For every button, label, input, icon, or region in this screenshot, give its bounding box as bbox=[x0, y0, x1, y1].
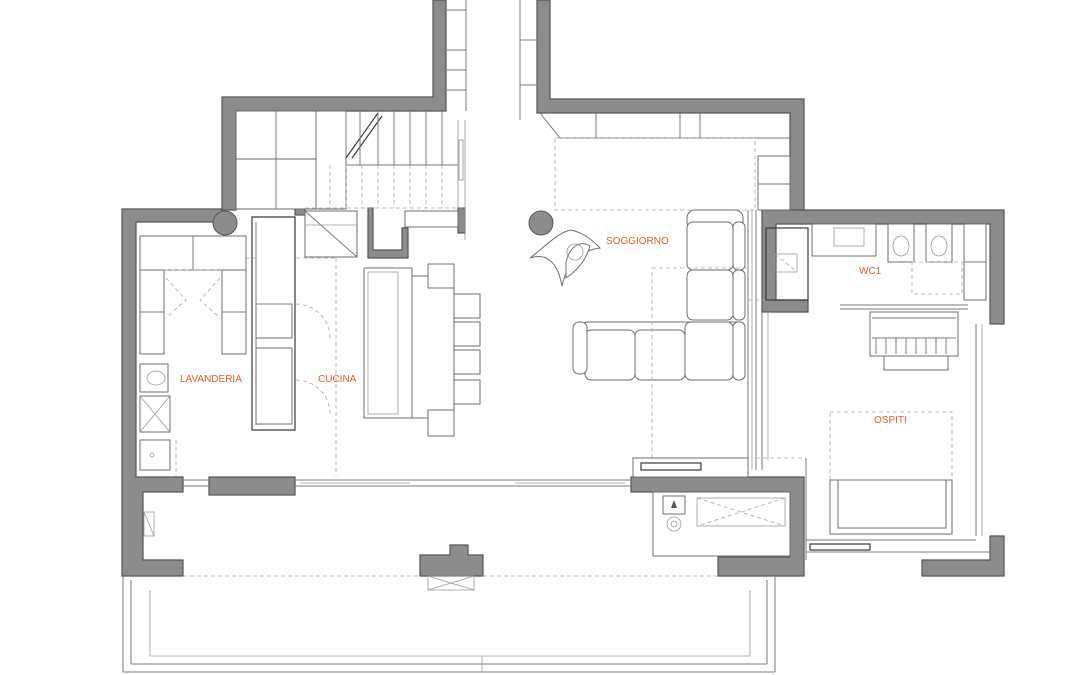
wall-stair-core-2 bbox=[457, 207, 466, 234]
stair-treads bbox=[346, 111, 458, 166]
lounge-chair bbox=[529, 229, 602, 287]
label-wc1: WC1 bbox=[859, 266, 882, 277]
label-cucina: CUCINA bbox=[318, 374, 357, 385]
guest-room bbox=[806, 311, 990, 553]
glazing bbox=[183, 479, 631, 487]
column-west bbox=[212, 210, 238, 236]
bathroom-wc1 bbox=[765, 223, 987, 310]
wall-east bbox=[761, 209, 1005, 325]
living-room bbox=[529, 112, 807, 560]
wall-south-east bbox=[921, 535, 1005, 577]
label-lavanderia: LAVANDERIA bbox=[180, 374, 242, 385]
sofa bbox=[572, 209, 746, 381]
room-labels: SOGGIORNO WC1 LAVANDERIA CUCINA OSPITI bbox=[180, 236, 907, 426]
laundry bbox=[139, 235, 247, 476]
column-center bbox=[528, 210, 554, 236]
staircase bbox=[235, 0, 537, 258]
wall-pillar bbox=[419, 544, 484, 577]
label-soggiorno: SOGGIORNO bbox=[606, 236, 669, 247]
wall-stair-left bbox=[221, 0, 447, 211]
terrace bbox=[122, 491, 791, 673]
walls bbox=[121, 0, 1005, 577]
wall-segment bbox=[208, 476, 296, 496]
wall-stair-core bbox=[367, 207, 409, 259]
wall-kitchen bbox=[251, 216, 296, 431]
kitchen bbox=[246, 222, 481, 476]
label-ospiti: OSPITI bbox=[874, 415, 907, 426]
